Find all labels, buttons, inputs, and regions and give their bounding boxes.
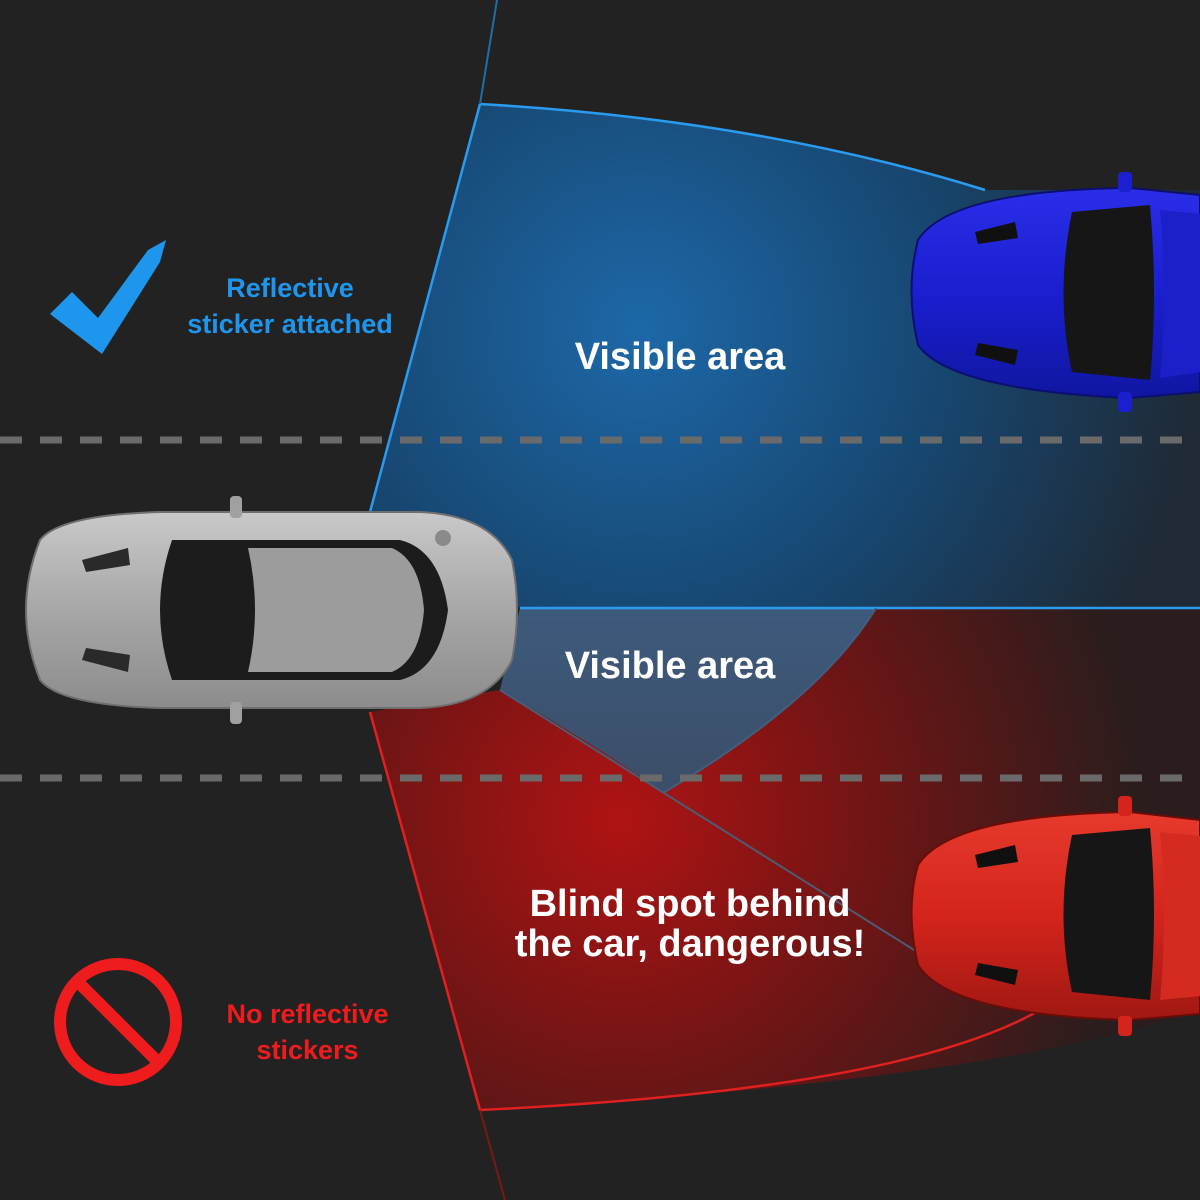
blind-spot-line1: Blind spot behind (480, 884, 900, 924)
blind-spot-line2: the car, dangerous! (480, 924, 900, 964)
no-sticker-line1: No reflective (200, 996, 415, 1032)
sticker-attached-line2: sticker attached (170, 306, 410, 342)
no-sticker-line2: stickers (200, 1032, 415, 1068)
upper-visible-area-label: Visible area (530, 337, 830, 377)
middle-visible-area-label: Visible area (520, 646, 820, 686)
blind-spot-label: Blind spot behind the car, dangerous! (480, 884, 900, 964)
sticker-attached-line1: Reflective (170, 270, 410, 306)
subject-car (26, 496, 517, 724)
sticker-attached-note: Reflective sticker attached (170, 270, 410, 342)
no-sticker-note: No reflective stickers (200, 996, 415, 1068)
